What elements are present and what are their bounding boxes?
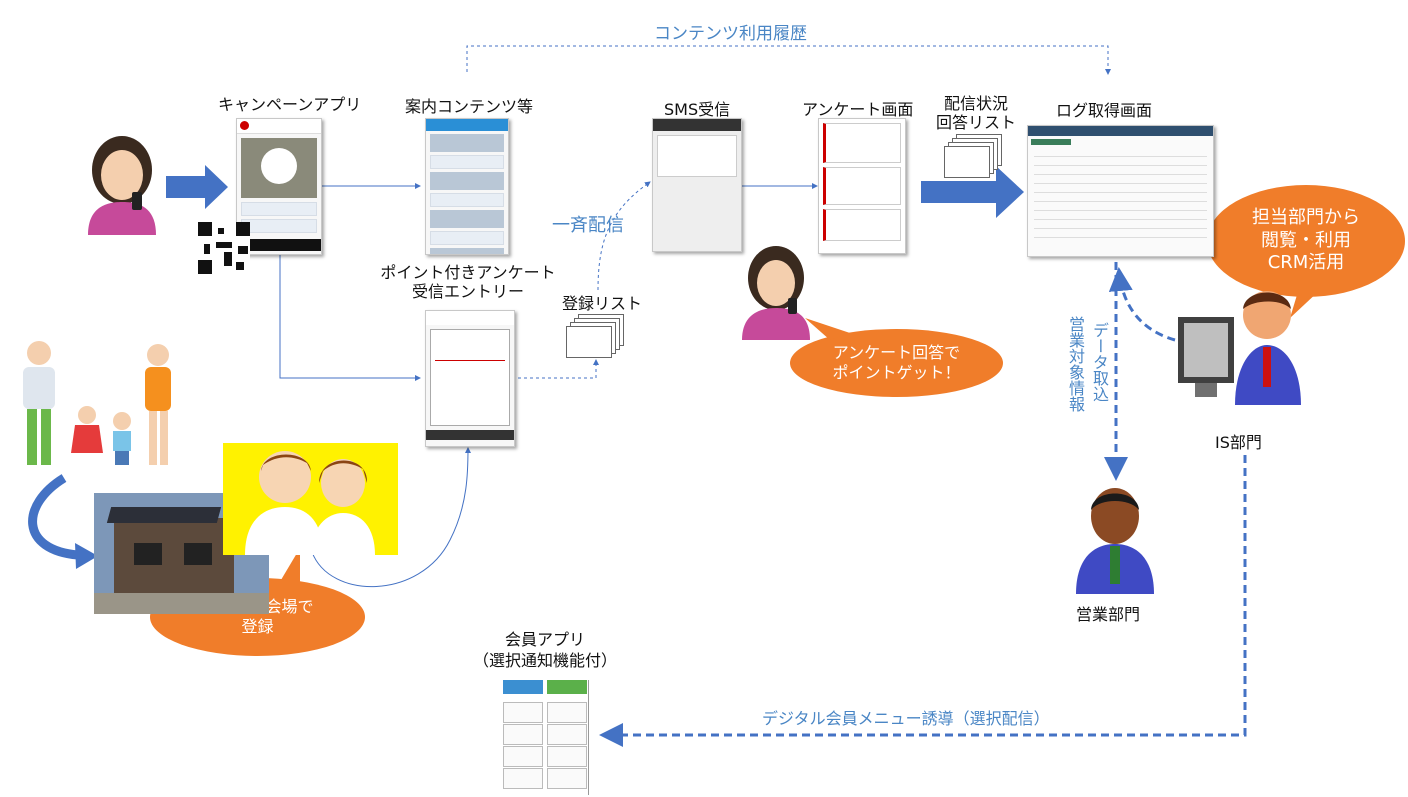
entry-to-list-connector: [512, 359, 599, 379]
campaign-app-label: キャンペーンアプリ: [218, 95, 362, 114]
woman-to-app-arrow: [166, 165, 228, 209]
staff-illustration-icon: [223, 443, 398, 555]
survey-entry-screen: [425, 310, 515, 447]
bulk-delivery-label: 一斉配信: [552, 215, 624, 236]
is-to-log-connector: [1108, 267, 1176, 342]
qr-code-icon: [198, 222, 250, 274]
log-screen-label: ログ取得画面: [1056, 101, 1153, 120]
registration-list-label: 登録リスト: [562, 294, 643, 313]
family-to-house-arrow: [28, 474, 79, 560]
bulk-delivery-connector: [597, 181, 651, 291]
is-to-member-app-connector: [599, 455, 1247, 747]
content-usage-history-label: コンテンツ利用履歴: [654, 24, 807, 44]
woman-with-phone-icon: [88, 136, 156, 235]
member-app-label: 会員アプリ （選択通知機能付）: [472, 630, 617, 670]
survey-to-log-arrow: [921, 166, 1024, 218]
digital-menu-guidance-label: デジタル会員メニュー誘導（選択配信）: [762, 709, 1050, 728]
sms-screen: [652, 118, 742, 252]
log-screen: [1027, 125, 1214, 257]
is-dept-label: IS部門: [1215, 433, 1262, 452]
campaign-app-screen: [236, 118, 322, 255]
woman-with-phone-icon-2: [742, 246, 810, 340]
sales-dept-label: 営業部門: [1076, 605, 1141, 624]
survey-screen: [818, 118, 906, 254]
point-survey-entry-label: ポイント付きアンケート 受信エントリー: [380, 263, 556, 302]
dept-usage-bubble: 担当部門から 閲覧・利用 CRM活用: [1207, 185, 1405, 297]
businessman-computer-icon: [1178, 291, 1301, 405]
app-to-entry-connector: [279, 255, 421, 381]
sales-target-info-label: 営業対象情報: [1066, 316, 1085, 412]
guide-content-screen: [425, 118, 509, 255]
delivery-status-label: 配信状況 回答リスト: [936, 94, 1017, 133]
event-to-entry-connector: [311, 447, 471, 588]
data-import-label: データ取込: [1090, 322, 1109, 402]
member-app-screen: [503, 680, 589, 795]
usage-history-connector: [466, 45, 1111, 75]
sms-receive-label: SMS受信: [664, 100, 731, 119]
businessman-icon: [1076, 488, 1154, 594]
survey-answer-bubble: アンケート回答で ポイントゲット！: [790, 329, 1003, 397]
guide-content-label: 案内コンテンツ等: [405, 97, 534, 116]
survey-screen-label: アンケート画面: [802, 100, 914, 119]
family-icon: [23, 341, 171, 465]
